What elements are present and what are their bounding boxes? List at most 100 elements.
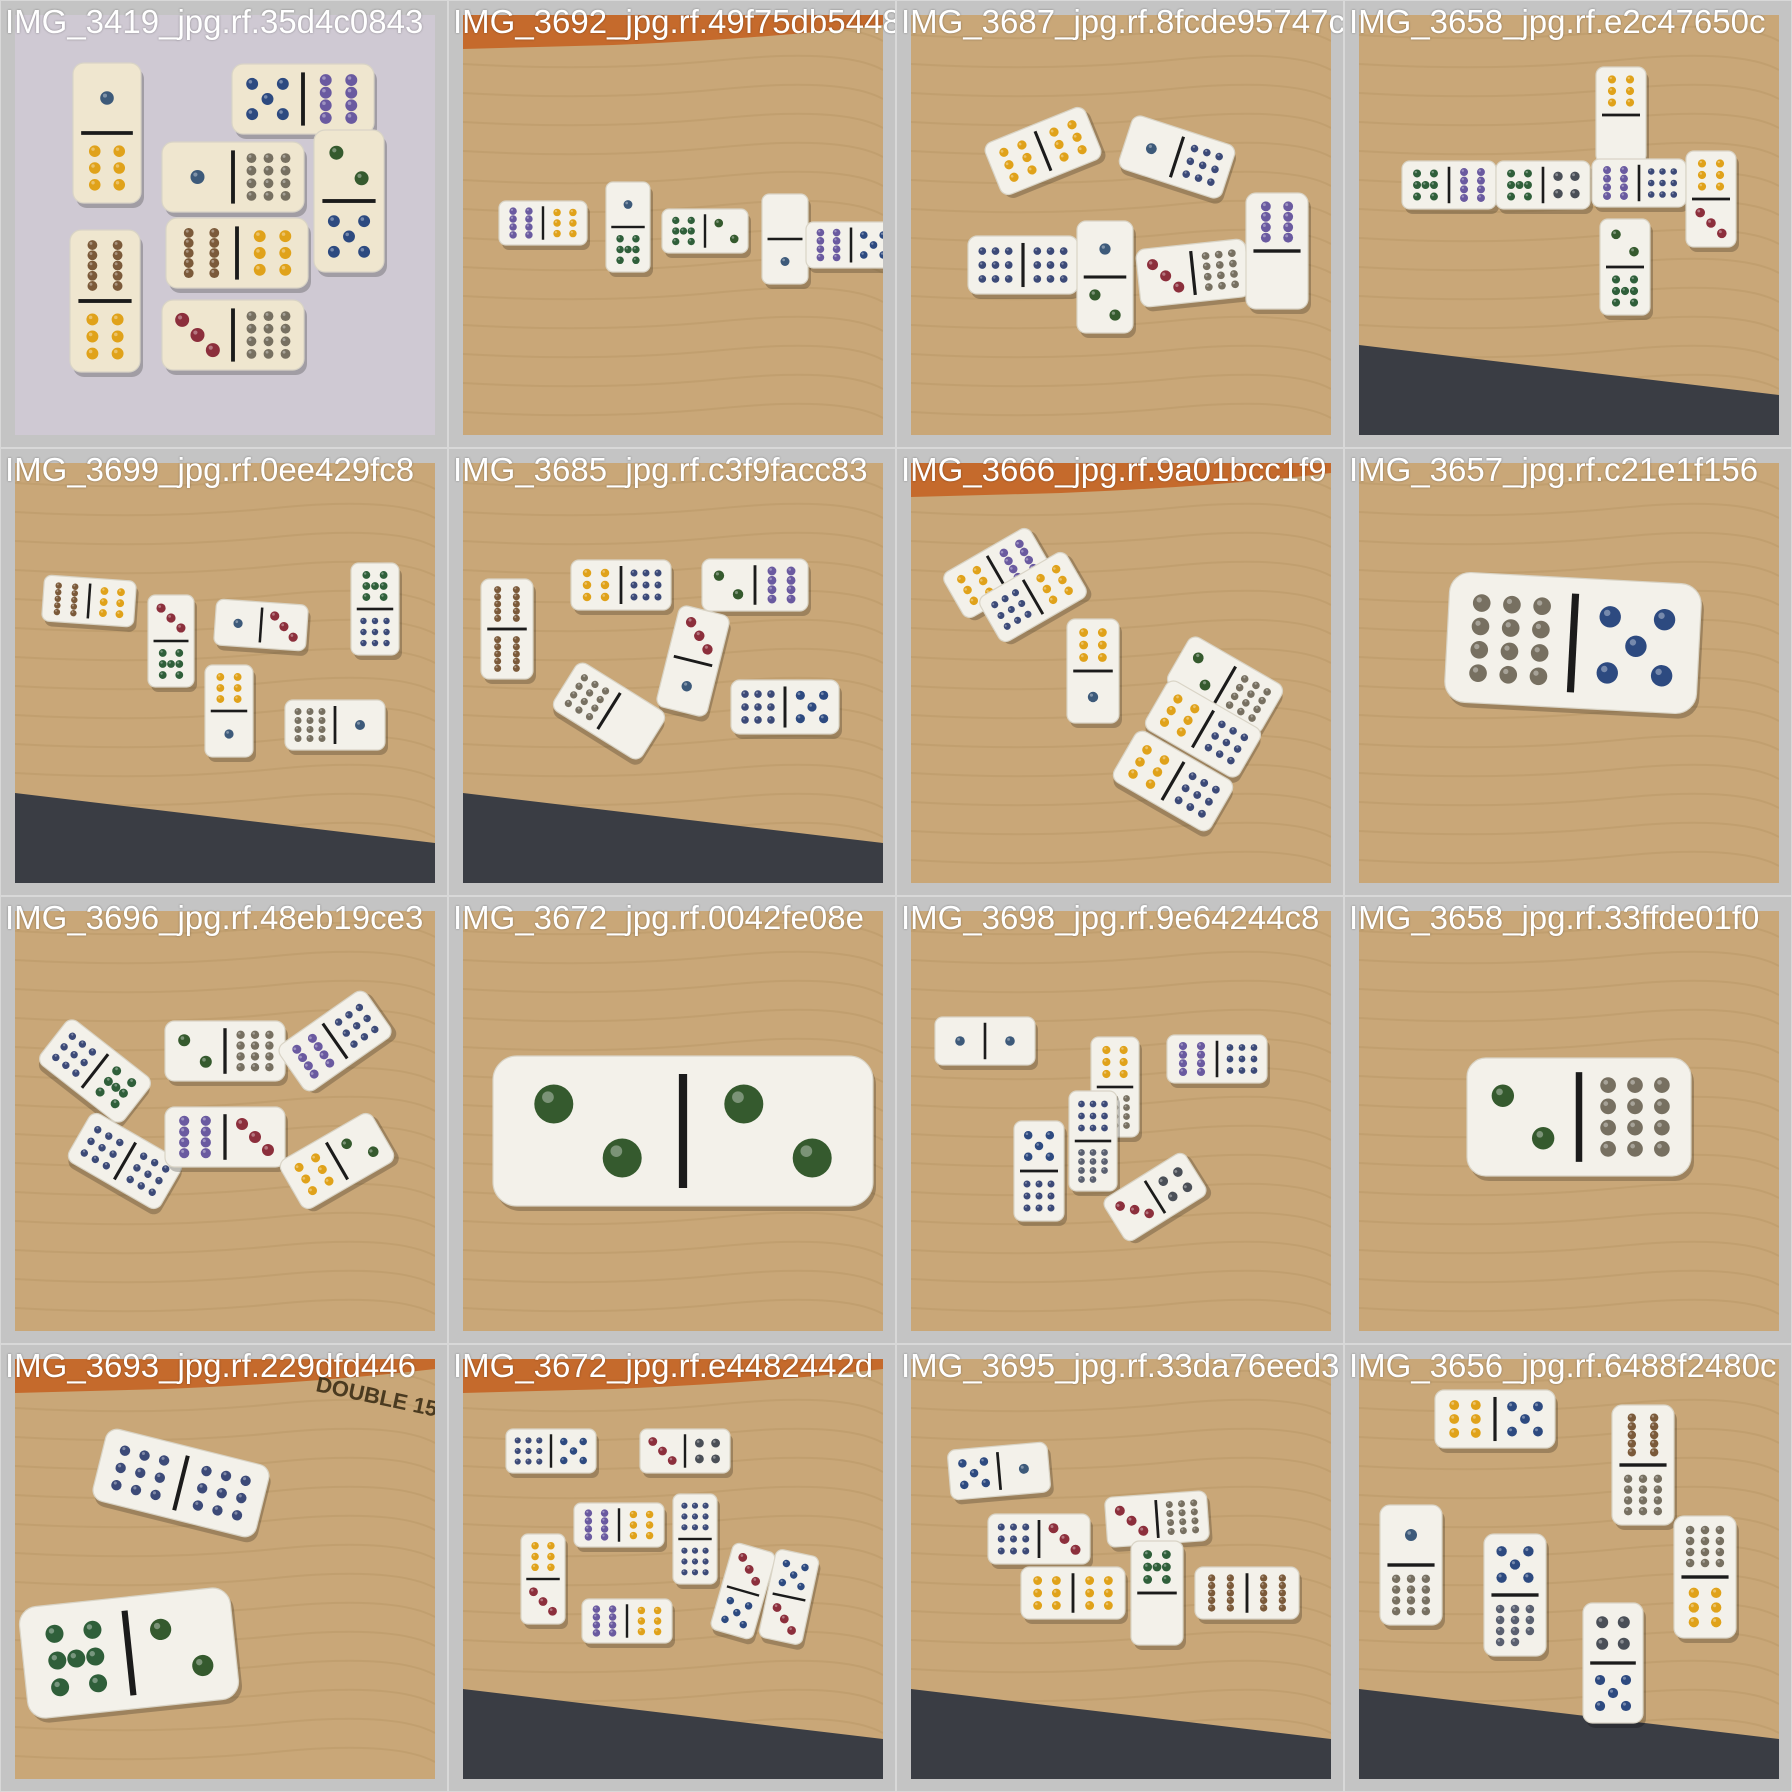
- pip: [1015, 539, 1024, 549]
- pip: [1235, 683, 1244, 692]
- domino: [279, 1112, 399, 1212]
- pip: [110, 1099, 120, 1109]
- pip: [127, 1078, 137, 1088]
- pip: [1218, 281, 1226, 290]
- pip: [795, 714, 805, 724]
- pip: [99, 609, 107, 617]
- pip: [536, 1447, 543, 1455]
- pip: [1101, 1158, 1108, 1165]
- pip: [1048, 595, 1058, 605]
- pip: [1283, 211, 1294, 222]
- pip: [1226, 1604, 1234, 1612]
- pip: [1047, 1180, 1055, 1188]
- pip: [1472, 594, 1491, 612]
- pip: [1226, 1581, 1234, 1590]
- pip: [654, 569, 662, 577]
- pip: [1097, 640, 1107, 650]
- domino: [967, 235, 1081, 299]
- pip: [1179, 1518, 1187, 1526]
- image-filename-label: IMG_3699_jpg.rf.0ee429fc8: [5, 451, 415, 488]
- pip: [118, 1088, 128, 1098]
- pip: [1190, 1508, 1198, 1516]
- pip: [1178, 1059, 1188, 1068]
- pip: [109, 1150, 117, 1158]
- pip: [158, 671, 167, 679]
- pip: [358, 215, 371, 228]
- pip: [371, 628, 379, 636]
- pip: [1553, 188, 1563, 199]
- pip: [1059, 261, 1068, 269]
- pip: [1181, 784, 1190, 793]
- pip: [1710, 1587, 1722, 1599]
- pip: [1004, 275, 1013, 283]
- pip: [1629, 286, 1639, 296]
- domino: [1591, 158, 1689, 212]
- pip: [233, 684, 242, 692]
- pip: [1530, 644, 1549, 662]
- photo-tile: IMG_3687_jpg.rf.8fcde95747c: [896, 0, 1344, 448]
- pip: [654, 581, 662, 589]
- domino: [284, 699, 388, 755]
- image-filename-label: IMG_3672_jpg.rf.0042fe08e: [453, 899, 864, 936]
- pip: [978, 261, 987, 269]
- pip: [1507, 1426, 1517, 1437]
- pip: [383, 617, 390, 625]
- pip: [1706, 218, 1716, 228]
- pip: [1202, 262, 1211, 271]
- pip: [233, 673, 242, 681]
- pip: [1647, 179, 1655, 187]
- pip: [70, 609, 77, 617]
- pip: [667, 1456, 677, 1465]
- pip: [1617, 1637, 1630, 1650]
- pip: [1499, 665, 1518, 684]
- pip: [1045, 1130, 1055, 1140]
- pip: [1627, 1448, 1637, 1457]
- pip: [1035, 1204, 1043, 1212]
- pip: [280, 153, 291, 163]
- pip: [741, 716, 749, 724]
- photo-tile: IMG_3696_jpg.rf.48eb19ce3: [0, 896, 448, 1344]
- pip: [1625, 75, 1635, 84]
- pip: [1085, 1576, 1095, 1585]
- pip: [1046, 275, 1055, 283]
- pip: [1089, 1100, 1097, 1108]
- pip: [632, 245, 640, 254]
- image-filename-label: IMG_3698_jpg.rf.9e64244c8: [901, 899, 1320, 936]
- pip: [1198, 161, 1207, 170]
- pip: [1027, 165, 1037, 175]
- pip: [1629, 275, 1639, 284]
- image-filename-label: IMG_3695_jpg.rf.33da76eed3: [901, 1347, 1340, 1384]
- pip: [1715, 1547, 1725, 1557]
- pip: [859, 251, 868, 259]
- pip: [253, 263, 266, 276]
- pip: [199, 1055, 212, 1068]
- pip: [1018, 1463, 1029, 1474]
- pip: [767, 716, 775, 724]
- pip: [991, 247, 1000, 255]
- pip: [1278, 1574, 1286, 1582]
- pip: [1619, 174, 1628, 183]
- pip: [629, 1531, 638, 1540]
- pip: [280, 349, 291, 359]
- pip: [1710, 1602, 1722, 1613]
- pip: [1067, 120, 1077, 130]
- pip: [1685, 1536, 1695, 1546]
- pip: [200, 1126, 211, 1137]
- pip: [1607, 75, 1617, 84]
- pip: [1715, 182, 1725, 191]
- pip: [525, 223, 533, 231]
- pip: [1033, 261, 1042, 269]
- pip: [642, 581, 650, 589]
- pip: [298, 1053, 308, 1063]
- pip: [978, 576, 988, 586]
- pip: [1263, 688, 1271, 696]
- pip: [1078, 1158, 1085, 1165]
- pip: [999, 548, 1009, 558]
- pip: [88, 145, 101, 157]
- pip: [87, 250, 98, 261]
- pip: [1145, 779, 1156, 789]
- pip: [1429, 169, 1438, 178]
- pip: [681, 681, 692, 692]
- pip: [371, 617, 379, 625]
- pip: [525, 1458, 532, 1465]
